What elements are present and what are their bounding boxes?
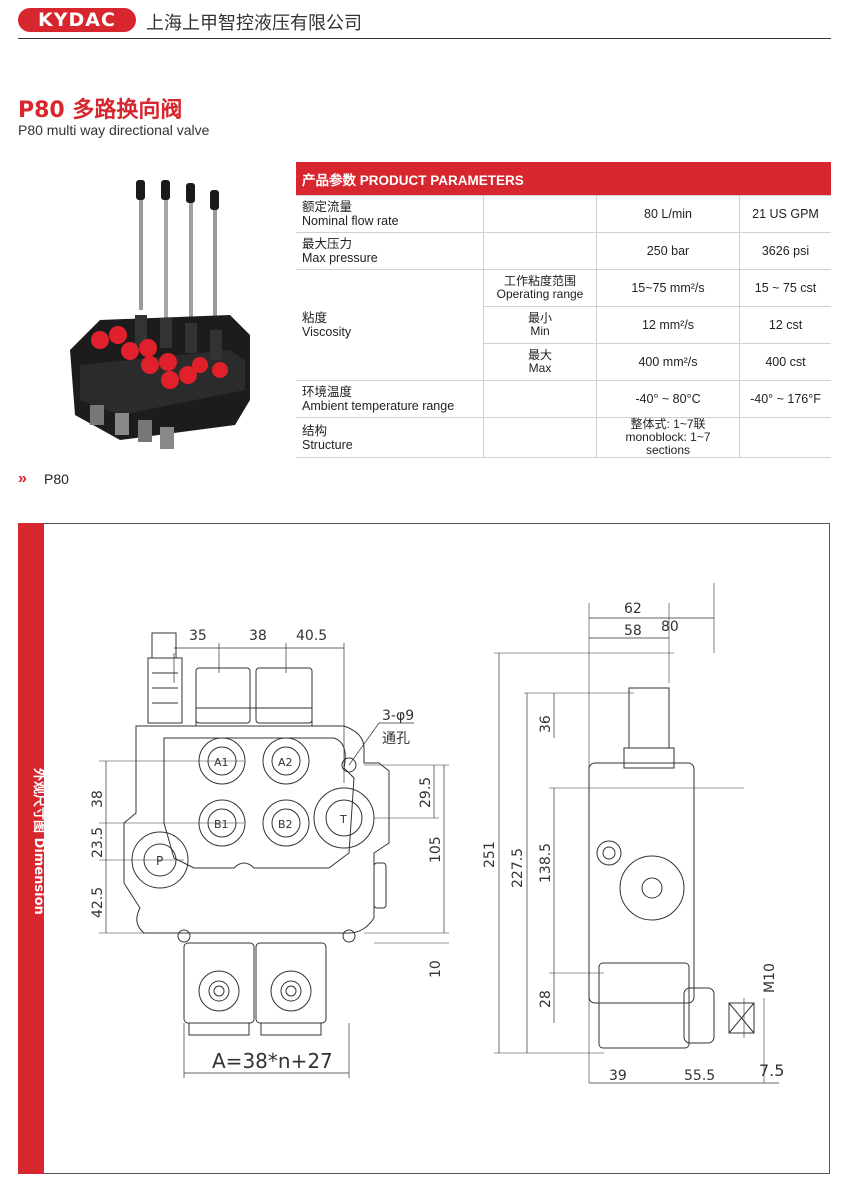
dim-58: 58 [624,623,642,639]
dim-through-hole: 通孔 [382,731,410,747]
port-p: P [156,854,163,868]
structure-value-en: monoblock: 1~7 sections [625,430,711,457]
temperature-metric: -40° ~ 80°C [596,380,740,418]
valve-levers [136,180,219,335]
port-b1: B1 [214,818,229,831]
viscosity-min-cn: 最小 [527,311,552,325]
viscosity-max-imperial: 400 cst [739,343,831,381]
dim-v29-5: 29.5 [418,777,434,808]
port-a1: A1 [214,756,229,769]
company-name: 上海上甲智控液压有限公司 [146,13,362,34]
pressure-label-cn: 最大压力 [302,237,353,251]
dim-62: 62 [624,601,642,617]
dim-38: 38 [249,628,267,644]
chevron-right-icon: » [18,470,27,487]
port-t: T [339,813,347,826]
dim-7-5: 7.5 [759,1061,784,1080]
flow-label-cn: 额定流量 [302,200,353,214]
dim-55-5: 55.5 [684,1068,715,1084]
temperature-imperial: -40° ~ 176°F [739,380,831,418]
dimension-drawing: 35 38 40.5 3-φ9 通孔 A1 A2 B1 B2 T P 38 23… [90,583,784,1084]
temperature-label-en: Ambient temperature range [302,399,455,413]
viscosity-min-metric: 12 mm²/s [596,306,740,344]
viscosity-label-cn: 粘度 [302,311,328,325]
section-label: P80 [44,471,69,487]
side-label-text: 外观尺寸图 Dimension [31,767,44,915]
flow-metric: 80 L/min [596,195,740,233]
structure-label-cn: 结构 [302,423,328,438]
pressure-metric: 250 bar [596,232,740,270]
viscosity-range-cn: 工作粘度范围 [503,274,576,288]
viscosity-max-en: Max [528,361,552,375]
structure-label-en: Structure [302,437,353,452]
side-view-dimensions: 62 58 80 251 227.5 36 138.5 28 M10 39 55… [482,601,784,1084]
header-divider [18,38,831,39]
dim-80: 80 [661,619,679,635]
product-title-cn: P80 多路换向阀 [18,98,183,123]
red-port-caps [91,326,228,389]
flow-label-en: Nominal flow rate [302,214,399,228]
side-view [494,583,779,1084]
viscosity-range-imperial: 15 ~ 75 cst [739,269,831,307]
pressure-label-en: Max pressure [302,251,378,265]
viscosity-label-en: Viscosity [302,325,352,339]
dim-v227-5: 227.5 [510,848,526,888]
port-b2: B2 [278,818,293,831]
structure-value-cn: 整体式: 1~7联 [630,417,706,431]
viscosity-range-metric: 15~75 mm²/s [596,269,740,307]
dim-v105: 105 [428,836,444,863]
spool-ends [90,405,174,449]
viscosity-min-en: Min [530,324,550,338]
dim-v138-5: 138.5 [538,843,554,883]
dim-v36: 36 [538,715,554,733]
viscosity-range-en: Operating range [496,287,584,301]
dim-35: 35 [189,628,207,644]
product-title-en: P80 multi way directional valve [18,122,210,138]
dim-formula: A=38*n+27 [212,1049,333,1073]
dim-v38: 38 [90,790,106,808]
dim-v23-5: 23.5 [90,827,106,858]
temperature-label-cn: 环境温度 [302,385,353,399]
dim-40-5: 40.5 [296,628,327,644]
table-heading: 产品参数 PRODUCT PARAMETERS [296,162,831,196]
flow-imperial: 21 US GPM [739,195,831,233]
viscosity-max-metric: 400 mm²/s [596,343,740,381]
front-view-dimensions: 35 38 40.5 3-φ9 通孔 A1 A2 B1 B2 T P 38 23… [90,628,444,1073]
valve-product-image [70,180,250,449]
pressure-imperial: 3626 psi [739,232,831,270]
dimension-side-label: 外观尺寸图 Dimension [31,767,44,915]
dimension-side-bar [18,523,44,1174]
front-view [99,632,449,1078]
dim-v42-5: 42.5 [90,887,106,918]
port-a2: A2 [278,756,293,769]
kydac-logo: KYDAC [18,8,136,32]
dim-hole: 3-φ9 [382,708,414,724]
dim-v251: 251 [482,841,498,868]
viscosity-min-imperial: 12 cst [739,306,831,344]
dim-v28: 28 [538,990,554,1008]
dim-v10: 10 [428,960,444,978]
viscosity-max-cn: 最大 [527,348,552,362]
dim-m10: M10 [762,963,778,993]
dim-39: 39 [609,1068,627,1084]
